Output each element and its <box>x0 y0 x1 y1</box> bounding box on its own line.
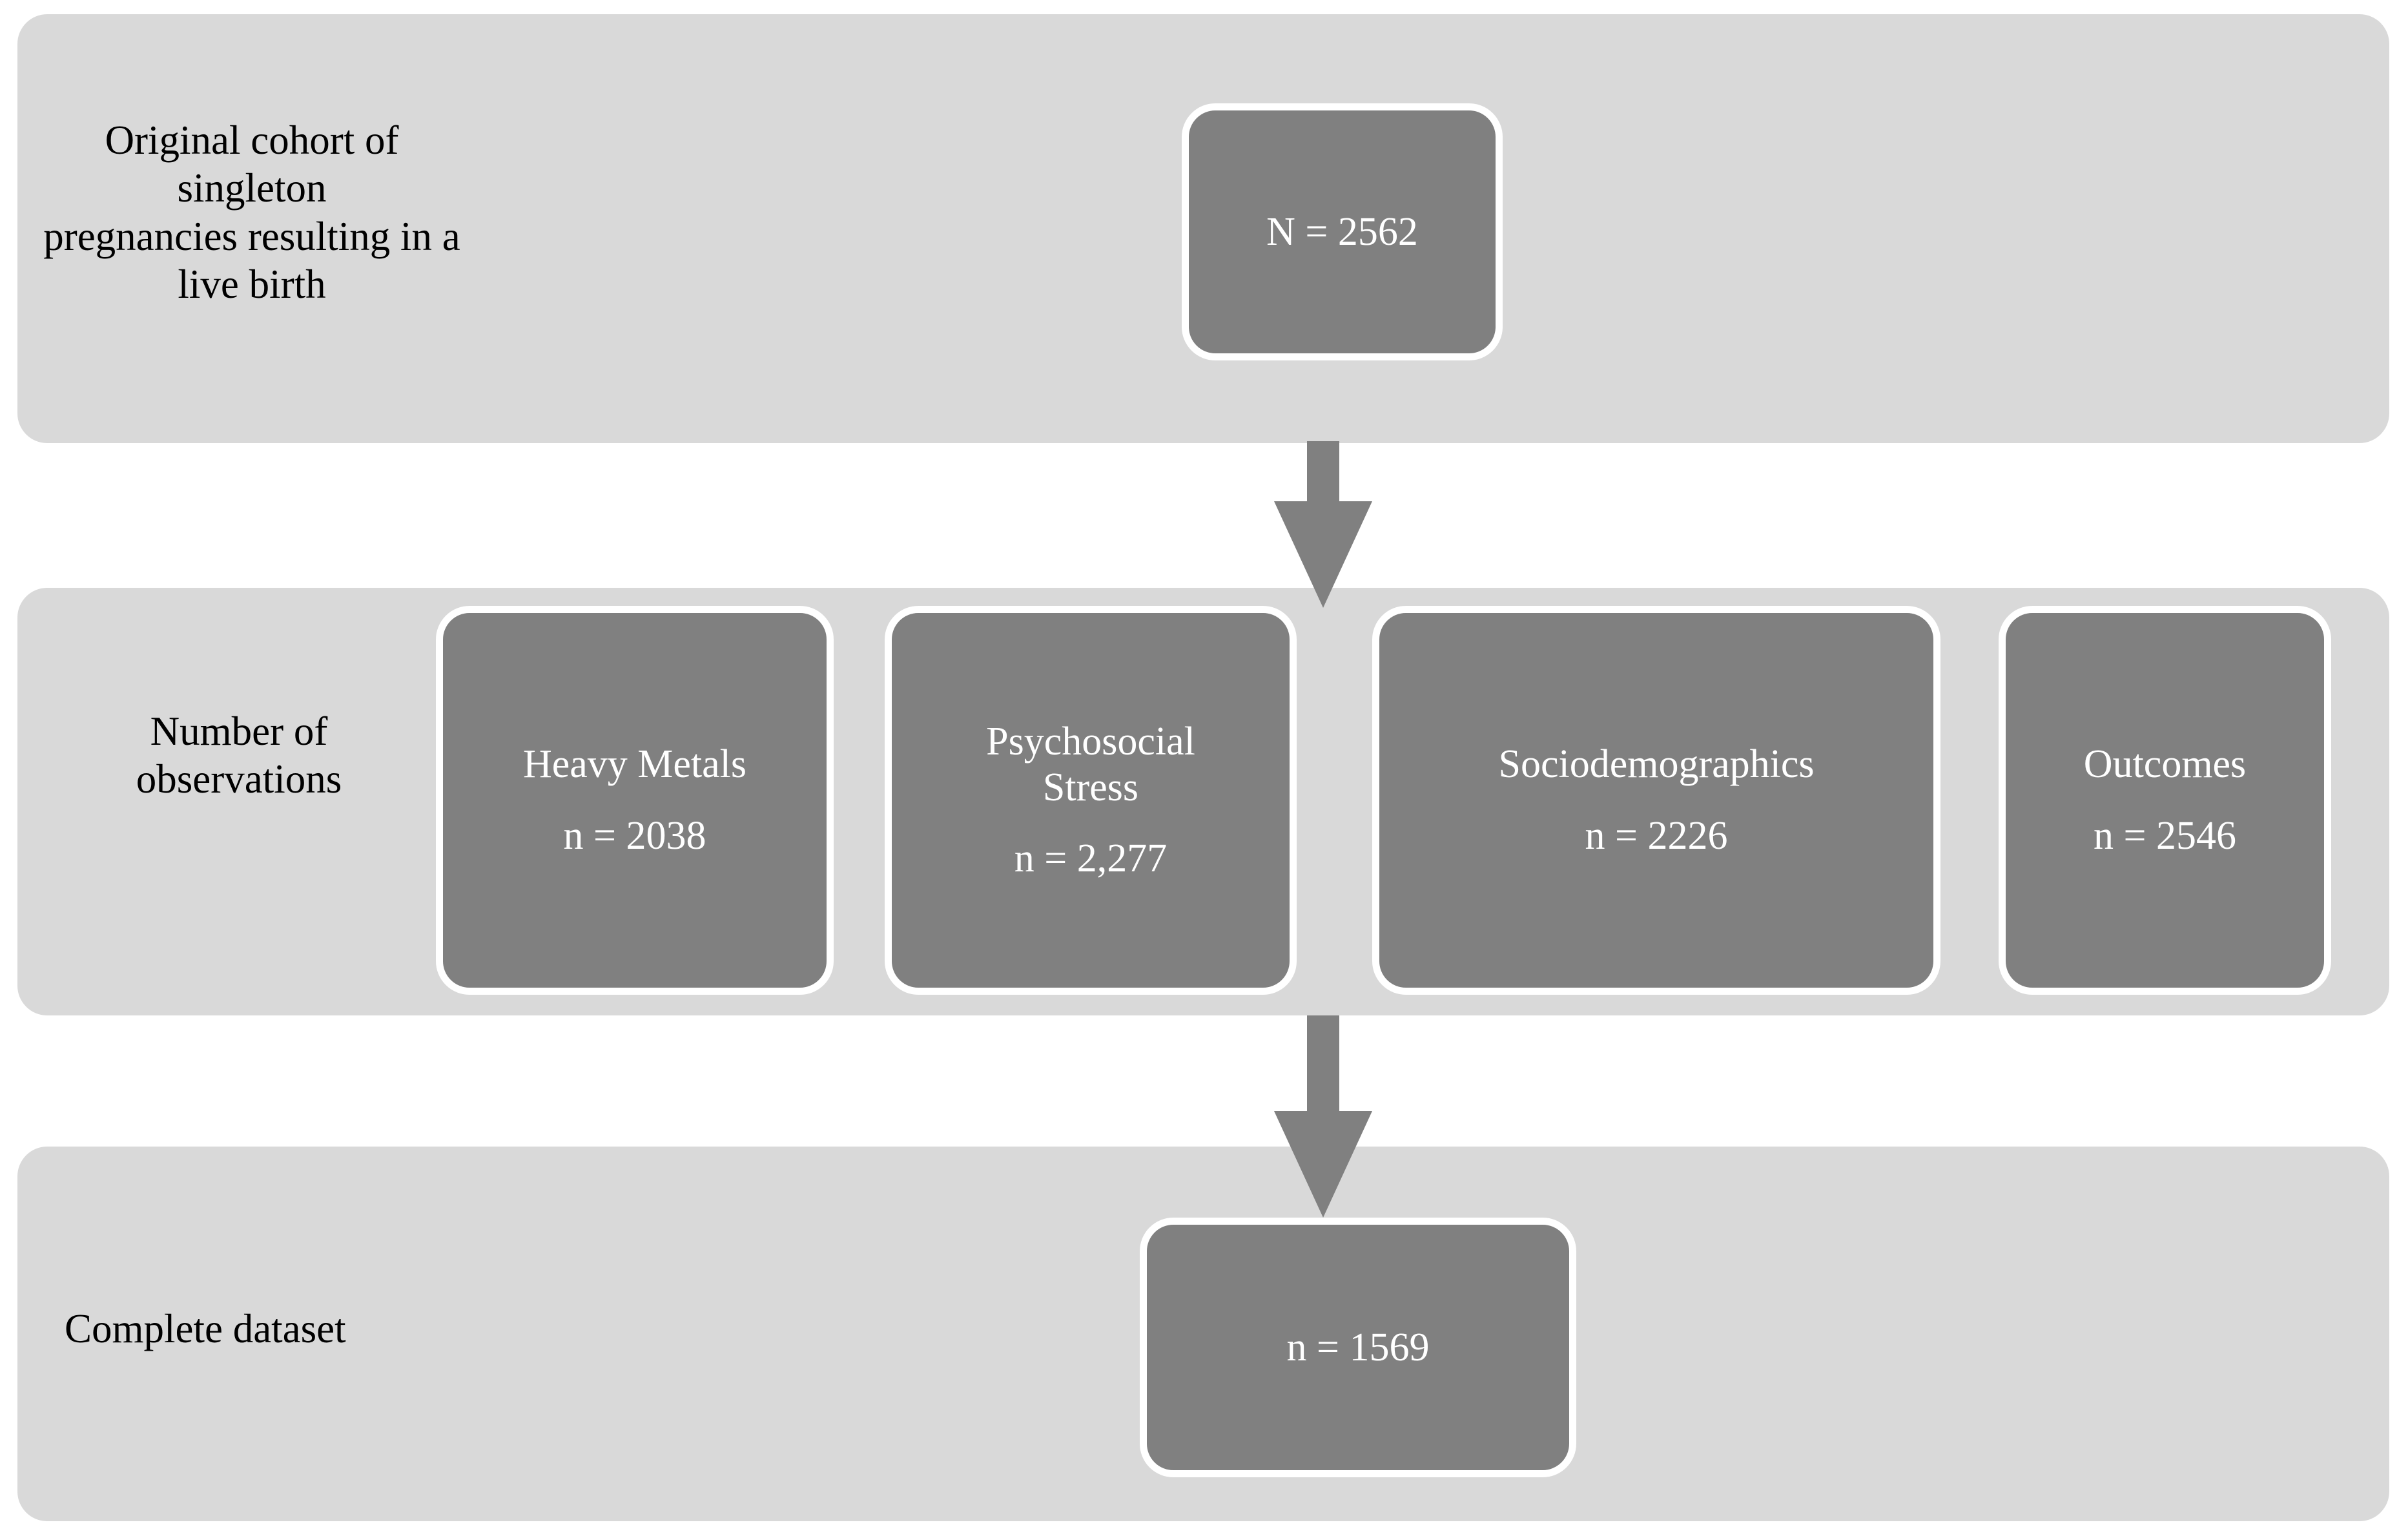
arrow-shaft <box>1307 441 1339 503</box>
node-complete-dataset[interactable]: n = 1569 <box>1140 1218 1576 1477</box>
arrow-head <box>1274 501 1372 608</box>
node-outcomes[interactable]: Outcomes n = 2546 <box>1999 606 2331 995</box>
stage-label-original-cohort: Original cohort of singleton pregnancies… <box>43 118 460 307</box>
arrow-head <box>1274 1111 1372 1218</box>
node-original-cohort[interactable]: N = 2562 <box>1182 103 1503 360</box>
node-outcomes-title: Outcomes <box>2083 742 2247 787</box>
node-complete-dataset-count: n = 1569 <box>1286 1325 1430 1369</box>
stage-label-number-of-observations: Number of observations <box>136 709 342 802</box>
node-heavy-metals-count: n = 2038 <box>563 813 706 858</box>
node-sociodemographics-count: n = 2226 <box>1585 813 1728 858</box>
node-heavy-metals-title: Heavy Metals <box>522 742 747 787</box>
node-outcomes-count: n = 2546 <box>2094 813 2236 858</box>
node-original-cohort-count: N = 2562 <box>1266 209 1418 254</box>
node-sociodemographics-title: Sociodemographics <box>1498 742 1815 787</box>
arrow-observations-to-complete-icon <box>1274 1015 1372 1218</box>
node-sociodemographics[interactable]: Sociodemographics n = 2226 <box>1372 606 1940 995</box>
node-psychosocial-stress-count: n = 2,277 <box>1014 837 1168 881</box>
node-psychosocial-stress[interactable]: Psychosocial Stress n = 2,277 <box>885 606 1297 995</box>
node-psychosocial-stress-title: Psychosocial Stress <box>986 719 1195 809</box>
arrow-cohort-to-observations-icon <box>1274 441 1372 608</box>
node-heavy-metals[interactable]: Heavy Metals n = 2038 <box>436 606 834 995</box>
arrow-shaft <box>1307 1015 1339 1112</box>
stage-label-complete-dataset: Complete dataset <box>65 1306 346 1351</box>
